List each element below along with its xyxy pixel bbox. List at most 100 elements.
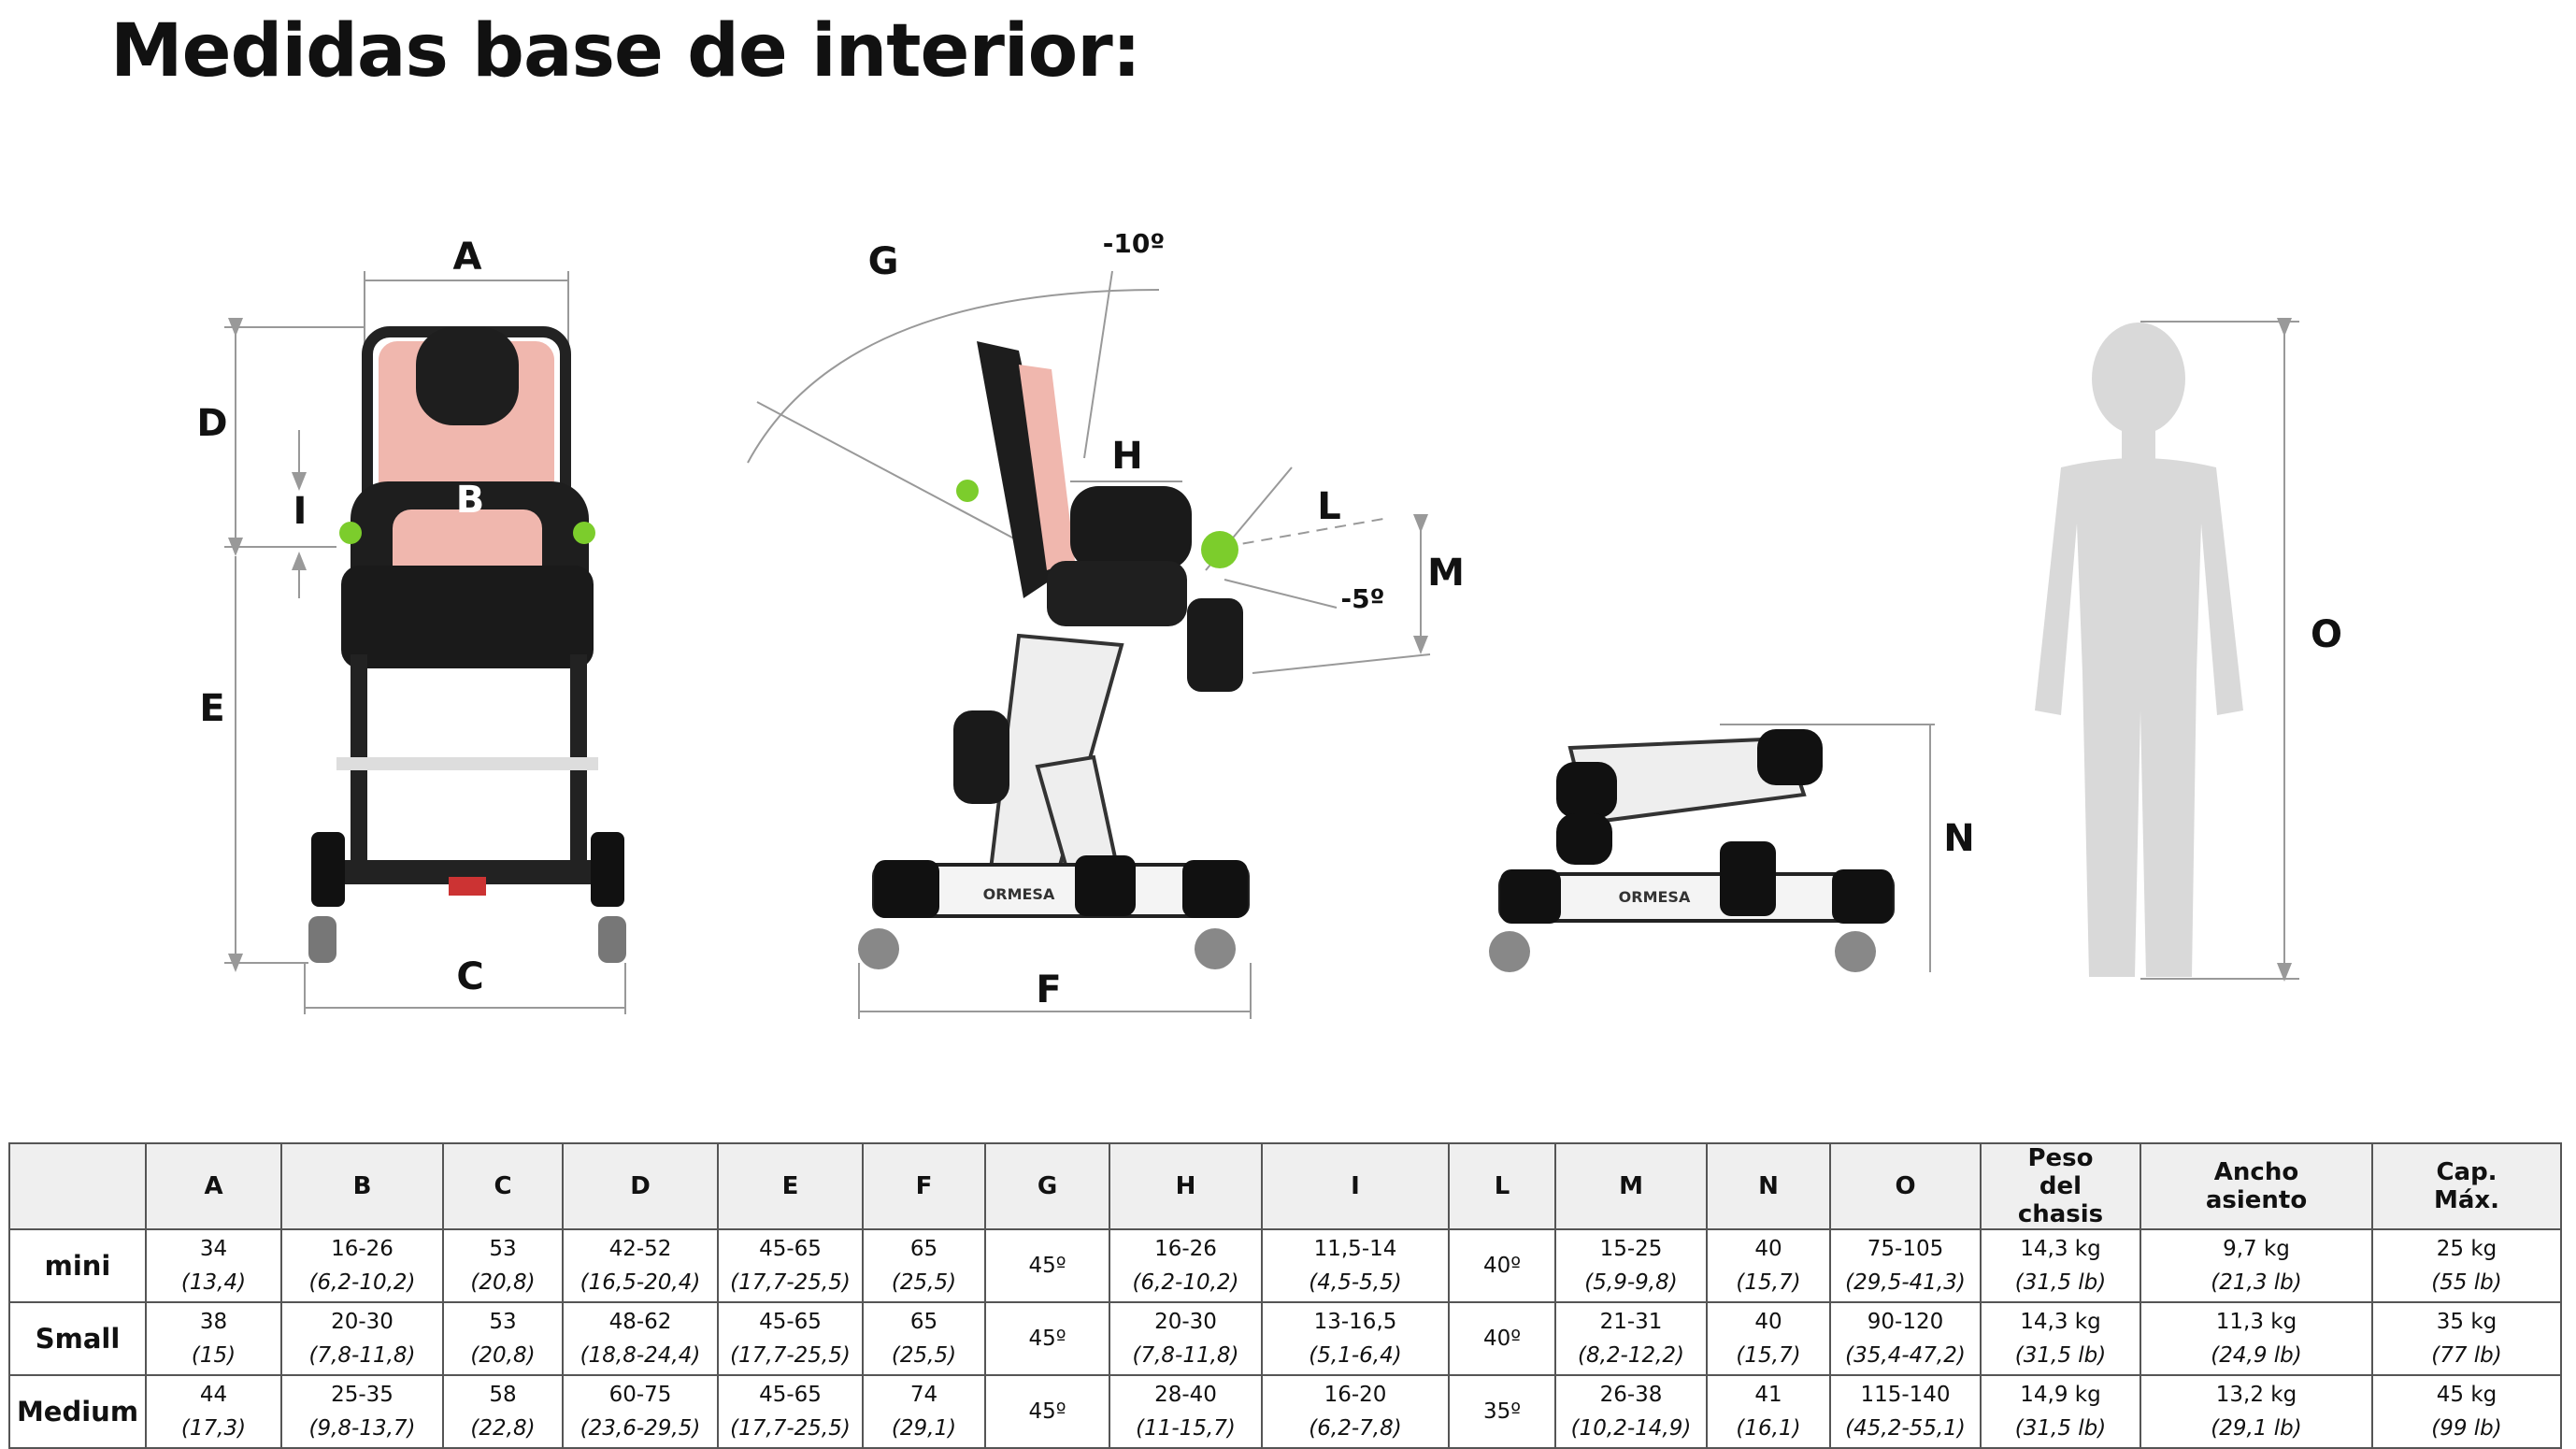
- table-cell: 115-140(45,2-55,1): [1829, 1374, 1982, 1449]
- column-header: C: [442, 1142, 564, 1230]
- cell-imperial-value: (22,8): [470, 1416, 536, 1441]
- table-cell: 38(15): [145, 1301, 282, 1376]
- cell-imperial-value: (35,4-47,2): [1845, 1343, 1966, 1368]
- cell-imperial-value: (23,6-29,5): [580, 1416, 701, 1441]
- cell-value: 40º: [1482, 1254, 1522, 1278]
- label-angle-minus10: -10º: [1103, 228, 1165, 259]
- cell-value: 34: [199, 1237, 228, 1261]
- cell-value: 21-31: [1599, 1310, 1663, 1334]
- table-cell: 25 kg(55 lb): [2371, 1228, 2562, 1303]
- cell-value: 45º: [1028, 1254, 1066, 1278]
- cell-value: 16-20: [1324, 1383, 1387, 1407]
- table-cell: 28-40(11-15,7): [1109, 1374, 1263, 1449]
- label-a: A: [453, 236, 482, 279]
- cell-value: 9,7 kg: [2223, 1237, 2290, 1261]
- column-header: I: [1261, 1142, 1450, 1230]
- ormesa-logo-folded: ORMESA: [1619, 888, 1691, 906]
- column-header: N: [1706, 1142, 1831, 1230]
- cell-imperial-value: (29,5-41,3): [1845, 1270, 1966, 1295]
- row-header: Small: [8, 1301, 147, 1376]
- table-cell: 26-38(10,2-14,9): [1554, 1374, 1708, 1449]
- table-cell: 40(15,7): [1706, 1228, 1831, 1303]
- cell-value: 13-16,5: [1313, 1310, 1397, 1334]
- label-o: O: [2311, 613, 2342, 656]
- column-header: L: [1448, 1142, 1556, 1230]
- cell-imperial-value: (15,7): [1736, 1270, 1801, 1295]
- cell-value: 58: [489, 1383, 517, 1407]
- column-header: A: [145, 1142, 282, 1230]
- table-cell: 45º: [984, 1374, 1110, 1449]
- cell-imperial-value: (29,1 lb): [2211, 1416, 2302, 1441]
- child-silhouette-icon: [2035, 323, 2243, 977]
- cell-imperial-value: (17,7-25,5): [730, 1416, 851, 1441]
- cell-imperial-value: (21,3 lb): [2211, 1270, 2302, 1295]
- cell-imperial-value: (29,1): [891, 1416, 957, 1441]
- cell-value: 20-30: [331, 1310, 394, 1334]
- front-view-chair-illustration: [308, 326, 626, 963]
- cell-imperial-value: (6,2-10,2): [308, 1270, 416, 1295]
- cell-imperial-value: (31,5 lb): [2014, 1343, 2107, 1368]
- table-cell: 20-30(7,8-11,8): [1109, 1301, 1263, 1376]
- table-cell: 42-52 (16,5-20,4): [562, 1228, 719, 1303]
- table-cell: 34(13,4): [145, 1228, 282, 1303]
- cell-value: 40: [1754, 1310, 1782, 1334]
- cell-value: 45º: [1028, 1327, 1066, 1351]
- cell-imperial-value: (15,7): [1736, 1343, 1801, 1368]
- cell-imperial-value: (24,9 lb): [2211, 1343, 2302, 1368]
- table-cell: 11,3 kg (24,9 lb): [2140, 1301, 2373, 1376]
- cell-value: 60-75: [608, 1383, 672, 1407]
- cell-imperial-value: (16,5-20,4): [580, 1270, 701, 1295]
- table-cell: 75-105 (29,5-41,3): [1829, 1228, 1982, 1303]
- column-header: D: [562, 1142, 719, 1230]
- cell-imperial-value: (8,2-12,2): [1577, 1343, 1685, 1368]
- page-title: Medidas base de interior:: [110, 9, 1141, 93]
- cell-value: 53: [489, 1310, 517, 1334]
- table-cell: 13,2 kg (29,1 lb): [2140, 1374, 2373, 1449]
- table-cell: 45-65(17,7-25,5): [717, 1374, 864, 1449]
- label-g: G: [868, 240, 899, 283]
- folded-chair-illustration: ORMESA: [1489, 729, 1895, 972]
- cell-value: 14,9 kg: [2020, 1383, 2101, 1407]
- cell-value: 13,2 kg: [2215, 1383, 2297, 1407]
- table-cell: 41(16,1): [1706, 1374, 1831, 1449]
- table-cell: 11,5-14(4,5-5,5): [1261, 1228, 1450, 1303]
- table-cell: 53(20,8): [442, 1301, 564, 1376]
- cell-imperial-value: (7,8-11,8): [308, 1343, 416, 1368]
- table-cell: 14,3 kg (31,5 lb): [1980, 1301, 2141, 1376]
- table-cell: 15-25(5,9-9,8): [1554, 1228, 1708, 1303]
- label-c: C: [456, 955, 483, 998]
- cell-value: 65: [909, 1310, 938, 1334]
- table-cell: 65 (25,5): [862, 1228, 986, 1303]
- column-header: Ancho asiento: [2140, 1142, 2373, 1230]
- table-cell: 60-75 (23,6-29,5): [562, 1374, 719, 1449]
- table-cell: 58 (22,8): [442, 1374, 564, 1449]
- cell-imperial-value: (9,8-13,7): [308, 1416, 416, 1441]
- label-l: L: [1317, 485, 1341, 528]
- table-cell: 14,9 kg (31,5 lb): [1980, 1374, 2141, 1449]
- cell-imperial-value: (17,3): [180, 1416, 247, 1441]
- cell-imperial-value: (20,8): [470, 1270, 536, 1295]
- cell-value: 75-105: [1867, 1237, 1944, 1261]
- table-cell: 45-65(17,7-25,5): [717, 1301, 864, 1376]
- table-cell: 40º: [1448, 1301, 1556, 1376]
- cell-imperial-value: (25,5): [891, 1270, 957, 1295]
- table-cell: 21-31 (8,2-12,2): [1554, 1301, 1708, 1376]
- label-d: D: [196, 402, 227, 445]
- cell-value: 42-52: [608, 1237, 672, 1261]
- table-cell: 35 kg(77 lb): [2371, 1301, 2562, 1376]
- table-cell: 25-35(9,8-13,7): [280, 1374, 444, 1449]
- cell-value: 65: [909, 1237, 938, 1261]
- cell-value: 115-140: [1860, 1383, 1951, 1407]
- cell-value: 11,3 kg: [2215, 1310, 2297, 1334]
- cell-imperial-value: (17,7-25,5): [730, 1343, 851, 1368]
- cell-imperial-value: (55 lb): [2431, 1270, 2502, 1295]
- cell-value: 14,3 kg: [2020, 1310, 2101, 1334]
- table-cell: 13-16,5(5,1-6,4): [1261, 1301, 1450, 1376]
- cell-imperial-value: (31,5 lb): [2014, 1416, 2107, 1441]
- table-cell: 14,3 kg(31,5 lb): [1980, 1228, 2141, 1303]
- cell-imperial-value: (17,7-25,5): [730, 1270, 851, 1295]
- cell-value: 53: [489, 1237, 517, 1261]
